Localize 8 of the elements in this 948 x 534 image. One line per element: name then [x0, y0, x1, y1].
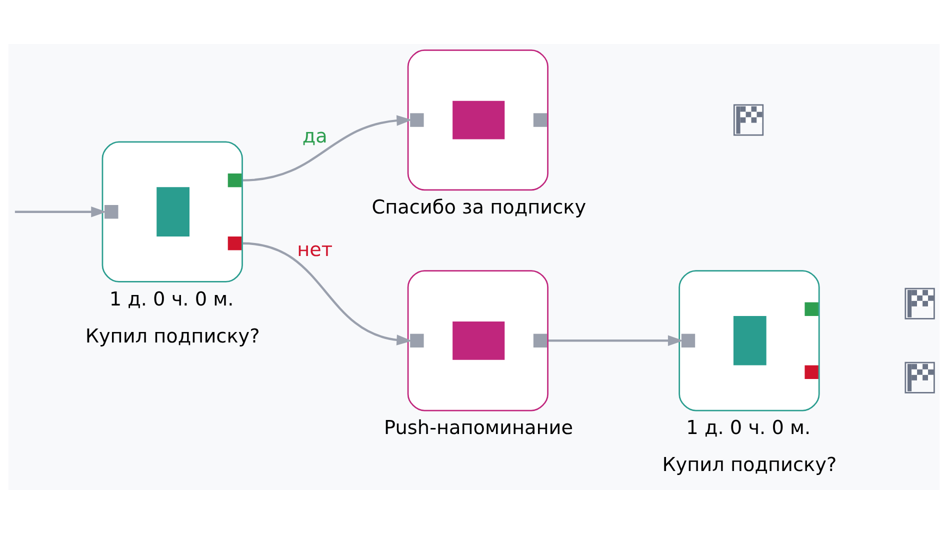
node-label: Купил подписку?: [662, 453, 837, 476]
node-label: Push-напоминание: [384, 416, 574, 440]
node-label: 1 д. 0 ч. 0 м.: [686, 416, 811, 440]
node-label: 1 д. 0 ч. 0 м.: [109, 287, 234, 310]
edge-label: да: [302, 124, 328, 148]
edge-label: нет: [297, 238, 333, 261]
node-label: Купил подписку?: [85, 324, 260, 348]
node-label: Спасибо за подписку: [372, 195, 586, 218]
